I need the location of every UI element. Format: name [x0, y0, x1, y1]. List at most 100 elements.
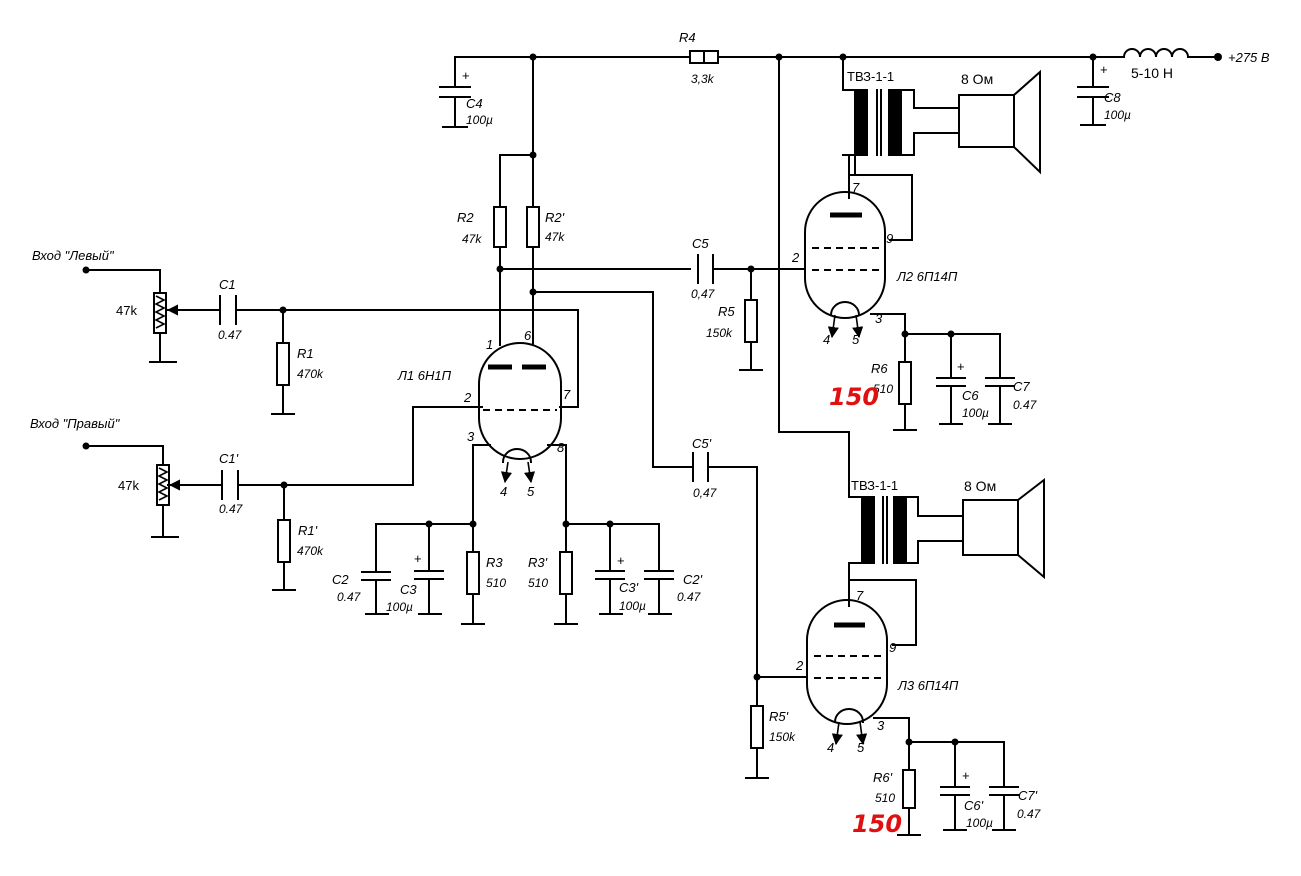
l3-pin-3: 3	[877, 718, 885, 733]
c4-ref: C4	[466, 96, 483, 111]
l1-label: Л1 6Н1П	[397, 368, 452, 383]
c1-ref: C1	[219, 277, 236, 292]
l2-label: Л2 6П14П	[896, 269, 958, 284]
r2p-resistor	[526, 206, 540, 248]
speaker-bottom	[962, 477, 1045, 580]
c5p-r5p-network	[692, 452, 808, 779]
r1p-value: 470k	[297, 544, 324, 558]
l1-pin-5: 5	[527, 484, 535, 499]
c3-ref: C3	[400, 582, 417, 597]
choke-label: 5-10 Н	[1131, 65, 1173, 81]
l2-pin-9: 9	[886, 231, 893, 246]
c8-capacitor	[1077, 56, 1109, 126]
r2p-value: 47k	[545, 230, 565, 244]
svg-text:+: +	[414, 551, 422, 566]
c5-r5-network	[697, 254, 806, 371]
l2-pin-7: 7	[852, 180, 860, 195]
l3-pin-9: 9	[889, 640, 896, 655]
c2p-ref: C2'	[683, 572, 703, 587]
r6-hand-annotation: 150	[829, 383, 879, 411]
r6p-value: 510	[875, 791, 895, 805]
l1-pin-1: 1	[486, 337, 493, 352]
tube-l1	[420, 309, 579, 525]
r6p-hand-annotation: 150	[852, 810, 902, 838]
c1p-capacitor	[221, 470, 239, 500]
c6p-value: 100µ	[966, 816, 993, 830]
right-input-label: Вход "Правый"	[30, 416, 121, 431]
c3p-value: 100µ	[619, 599, 646, 613]
c3p-ref: C3'	[619, 580, 639, 595]
r1p-resistor	[277, 519, 291, 563]
l3-pin-2: 2	[795, 658, 804, 673]
c7-ref: C7	[1013, 379, 1030, 394]
c6-value: 100µ	[962, 406, 989, 420]
c1-capacitor	[219, 295, 237, 325]
l2-pin-5: 5	[852, 332, 860, 347]
r2p-ref: R2'	[545, 210, 565, 225]
r5-ref: R5	[718, 304, 735, 319]
svg-text:+: +	[1100, 62, 1108, 77]
tube-l3	[806, 599, 1019, 836]
c1-value: 0.47	[218, 328, 243, 342]
r3p-ref: R3'	[528, 555, 548, 570]
c5-ref: C5	[692, 236, 709, 251]
c6-ref: C6	[962, 388, 979, 403]
r5p-value: 150k	[769, 730, 796, 744]
speaker-top-label: 8 Ом	[961, 71, 993, 87]
l1-pin-4: 4	[500, 484, 507, 499]
c2p-value: 0.47	[677, 590, 702, 604]
c8-ref: C8	[1104, 90, 1121, 105]
c2-value: 0.47	[337, 590, 362, 604]
transformer-top	[840, 54, 960, 241]
l3-pin-5: 5	[857, 740, 865, 755]
left-input-label: Вход "Левый"	[32, 248, 115, 263]
c7-value: 0.47	[1013, 398, 1038, 412]
svg-text:+: +	[957, 359, 965, 374]
l3-label: Л3 6П14П	[897, 678, 959, 693]
c5-value: 0,47	[691, 287, 716, 301]
r6-ref: R6	[871, 361, 888, 376]
r4-ref: R4	[679, 30, 696, 45]
c1p-ref: C1'	[219, 451, 239, 466]
svg-text:+: +	[462, 68, 470, 83]
r5-value: 150k	[706, 326, 733, 340]
l1-pin-8: 8	[557, 440, 565, 455]
right-input	[82, 406, 422, 591]
r1p-ref: R1'	[298, 523, 318, 538]
choke-inductor	[1122, 48, 1190, 59]
right-pot-value: 47k	[118, 478, 139, 493]
r3p-value: 510	[528, 576, 548, 590]
r3-value: 510	[486, 576, 506, 590]
l1-pin-2: 2	[463, 390, 472, 405]
speaker-top	[958, 69, 1041, 175]
c4-capacitor	[439, 56, 471, 128]
l1-pin-7: 7	[563, 387, 571, 402]
c1p-value: 0.47	[219, 502, 244, 516]
c7p-value: 0.47	[1017, 807, 1042, 821]
r2-ref: R2	[457, 210, 474, 225]
c2-ref: C2	[332, 572, 349, 587]
supply-terminal	[1214, 53, 1222, 61]
b-plus-to-lower-stage	[778, 56, 850, 476]
c7p-ref: C7'	[1018, 788, 1038, 803]
r1-value: 470k	[297, 367, 324, 381]
l2-pin-2: 2	[791, 250, 800, 265]
speaker-bottom-label: 8 Ом	[964, 478, 996, 494]
l3-pin-7: 7	[856, 588, 864, 603]
transformer-top-label: ТВЗ-1-1	[847, 69, 894, 84]
l1-pin-3: 3	[467, 429, 475, 444]
c6p-ref: C6'	[964, 798, 984, 813]
svg-text:+: +	[617, 553, 625, 568]
transformer-bottom-label: ТВЗ-1-1	[851, 478, 898, 493]
left-pot-value: 47k	[116, 303, 137, 318]
c5p-value: 0,47	[693, 486, 718, 500]
r5p-ref: R5'	[769, 709, 789, 724]
r6-value: 510	[873, 382, 893, 396]
svg-text:+: +	[962, 768, 970, 783]
c5p-ref: C5'	[692, 436, 712, 451]
power-rail	[454, 48, 1222, 64]
r3-ref: R3	[486, 555, 503, 570]
l3-pin-4: 4	[827, 740, 834, 755]
c8-value: 100µ	[1104, 108, 1131, 122]
